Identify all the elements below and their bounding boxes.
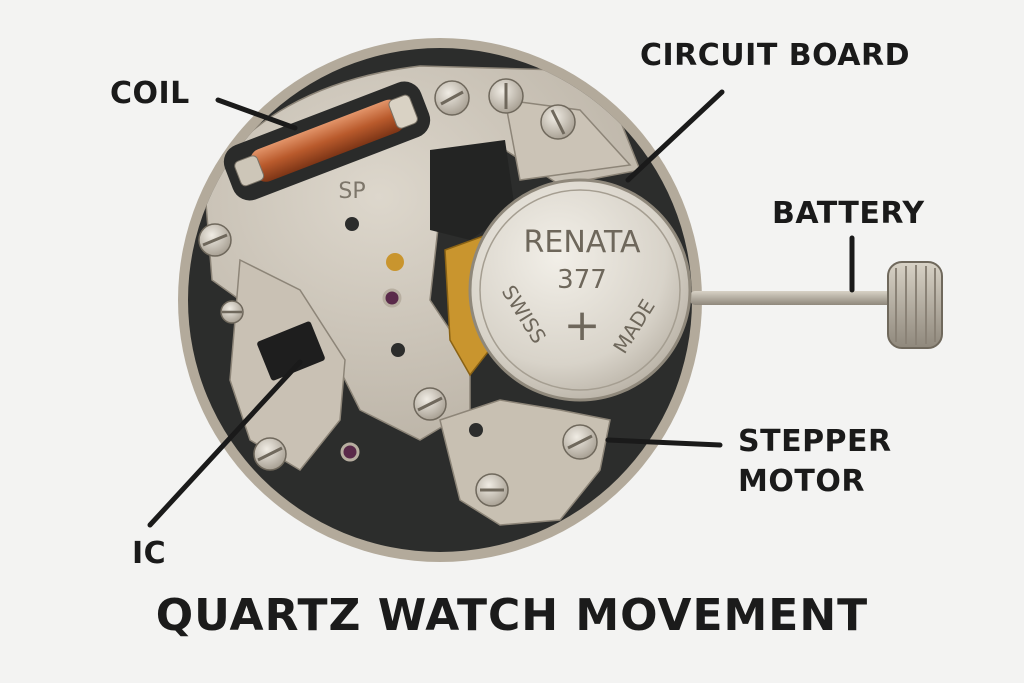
coil-end-cap-left [234,155,265,187]
battery-model-text: 377 [557,265,607,295]
battery-inner-ring [479,189,681,391]
stepper-leader-line [605,437,723,448]
coil-end-cap-right [388,94,418,129]
screws [198,78,598,507]
circuit-board-block [430,140,515,240]
ic-chip-body [257,321,325,381]
coil-winding [250,99,405,182]
jewels-and-holes [340,217,483,462]
battery-cell [468,178,692,402]
label-stepper-motor: STEPPER MOTOR [738,422,892,502]
battery-plus-sign: + [564,300,601,351]
label-circuit-board: CIRCUIT BOARD [640,38,911,73]
coil-leader-line [215,97,298,131]
label-ic: IC [132,536,167,571]
diagram-title: QUARTZ WATCH MOVEMENT [155,590,869,641]
circuit-board-leader-line [625,89,725,183]
label-battery: BATTERY [772,196,925,231]
ic-leader-line [147,359,303,528]
battery-brand-text: RENATA [524,225,641,260]
label-stepper-line1: STEPPER [738,424,892,459]
plate-engraving-sp: SP [338,179,365,204]
label-stepper-line2: MOTOR [738,464,865,499]
label-coil: COIL [110,76,190,111]
winding-stem [690,291,900,305]
